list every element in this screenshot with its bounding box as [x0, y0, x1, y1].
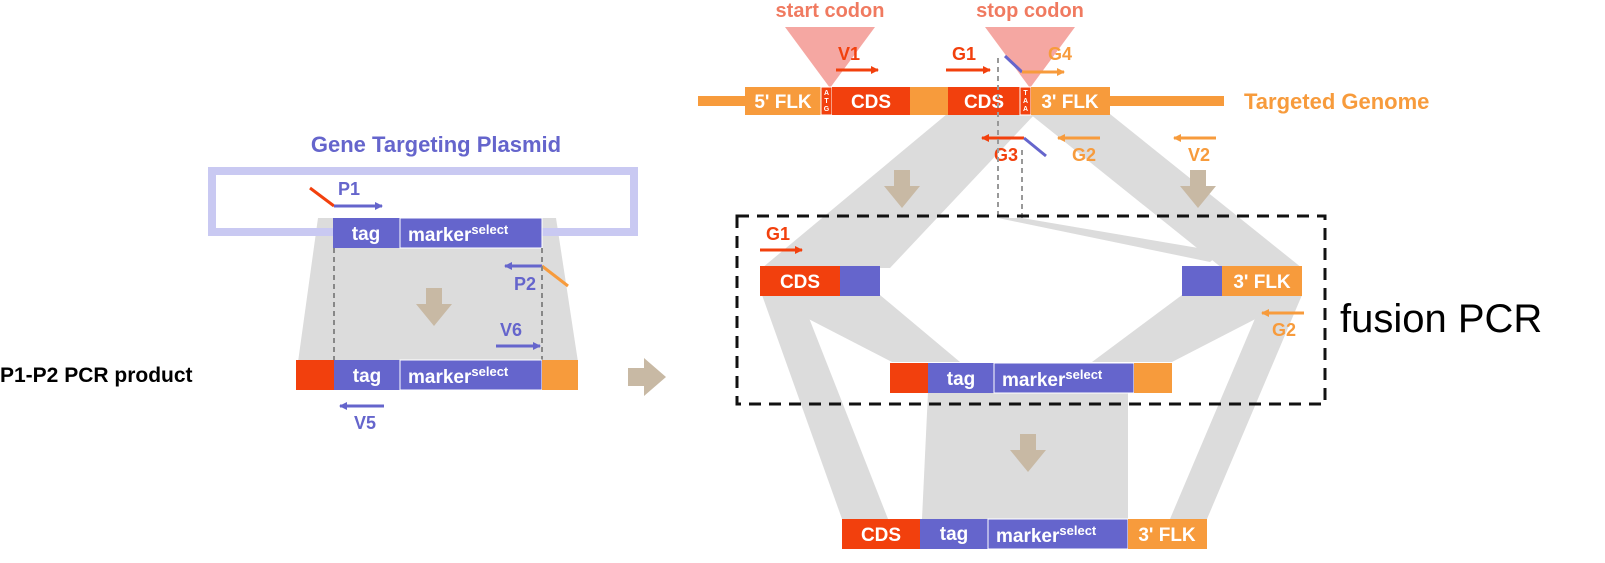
pcr-product: tag markerselect — [296, 359, 578, 391]
fusion-cds-block — [760, 266, 840, 296]
band-fusion-flk-to-mid — [1092, 295, 1302, 362]
intron-block — [910, 87, 948, 115]
start-codon-triangle — [785, 27, 875, 88]
cds1-label: CDS — [851, 92, 891, 113]
mid-marker-block — [993, 362, 1135, 394]
plasmid-marker-label: markerselect — [408, 222, 509, 246]
down-arrow-icon — [416, 288, 452, 326]
mid-tag-label: tag — [947, 369, 976, 390]
fusion-middle-cassette: tag markerselect — [890, 362, 1172, 394]
fusion-three-flk-block — [1222, 266, 1302, 296]
final-three-flk-block — [1128, 519, 1207, 549]
g2-label: G2 — [1072, 145, 1096, 165]
taa-letter-t: T — [1023, 90, 1028, 97]
plasmid-tag-block — [333, 218, 400, 248]
down-arrow-icon-2 — [884, 170, 920, 208]
final-cds-block — [842, 519, 920, 549]
cds2-block — [948, 87, 1020, 115]
mid-marker-label: markerselect — [1002, 367, 1103, 391]
atg-letter-t: T — [824, 98, 829, 105]
plasmid-marker-block — [399, 217, 543, 249]
product-orange-flank — [542, 360, 578, 390]
taa-letter-a2: A — [1023, 106, 1028, 113]
band-flk-to-final — [1170, 295, 1302, 519]
final-tag-label: tag — [940, 524, 969, 545]
down-arrow-icon-4 — [1010, 434, 1046, 472]
cds2-label: CDS — [964, 92, 1004, 113]
plasmid-loop — [208, 167, 638, 236]
final-three-flk-label: 3' FLK — [1138, 525, 1196, 546]
plasmid-cassette: tag markerselect — [333, 217, 543, 249]
band-thin-to-fusion — [998, 218, 1222, 262]
g4-overhang — [1003, 54, 1024, 74]
plasmid-title: Gene Targeting Plasmid — [311, 132, 561, 157]
v2-label: V2 — [1188, 145, 1210, 165]
start-codon-label: start codon — [776, 0, 885, 22]
final-marker-block — [987, 518, 1129, 550]
final-marker-label: markerselect — [996, 523, 1097, 547]
fusion-g1-label: G1 — [766, 224, 790, 244]
stop-codon-triangle — [985, 27, 1075, 88]
fusion-right-fragment: 3' FLK — [1182, 266, 1302, 296]
down-arrow-icon-3 — [1180, 170, 1216, 208]
fusion-three-flk-label: 3' FLK — [1233, 272, 1291, 293]
five-flk-block — [745, 87, 821, 115]
v6-label: V6 — [500, 320, 522, 340]
mid-red-flank — [890, 363, 928, 393]
fusion-pcr-label: fusion PCR — [1340, 297, 1542, 341]
p1-label: P1 — [338, 179, 360, 199]
fusion-right-blue-block — [1182, 266, 1222, 296]
plasmid-tag-label: tag — [352, 224, 381, 245]
final-tag-block — [920, 519, 988, 549]
final-product: CDS tag markerselect 3' FLK — [842, 518, 1207, 550]
v1-label: V1 — [838, 44, 860, 64]
atg-letter-g: G — [824, 106, 830, 113]
product-marker-block — [399, 359, 543, 391]
band-flk-to-fusion-flk — [1030, 114, 1302, 268]
p2-overhang — [541, 264, 569, 288]
three-flk-block — [1031, 87, 1110, 115]
fusion-left-fragment: CDS — [760, 266, 880, 296]
five-flk-label: 5' FLK — [754, 92, 812, 113]
g3-overhang — [1023, 136, 1047, 158]
three-flk-label: 3' FLK — [1041, 92, 1099, 113]
g3-label: G3 — [994, 145, 1018, 165]
fusion-left-blue-block — [840, 266, 880, 296]
g1-label: G1 — [952, 44, 976, 64]
v5-label: V5 — [354, 413, 376, 433]
right-arrow-icon — [628, 358, 666, 396]
final-cds-label: CDS — [861, 525, 901, 546]
stop-codon-label: stop codon — [976, 0, 1084, 22]
gray-bands — [298, 114, 1302, 519]
genome-locus: 5' FLK CDS CDS 3' FLK A T G T A A — [745, 86, 1110, 116]
fusion-cds-label: CDS — [780, 272, 820, 293]
cds1-block — [832, 87, 910, 115]
product-marker-label: markerselect — [408, 364, 509, 388]
band-fusion-cds-to-mid — [762, 295, 960, 362]
targeted-genome-label: Targeted Genome — [1244, 89, 1429, 114]
fusion-g2-label: G2 — [1272, 320, 1296, 340]
product-tag-label: tag — [353, 366, 382, 387]
mid-orange-flank — [1134, 363, 1172, 393]
fusion-pcr-box — [735, 214, 1327, 406]
taa-letter-a1: A — [1023, 98, 1028, 105]
g4-label: G4 — [1048, 44, 1072, 64]
mid-tag-block — [928, 363, 994, 393]
product-red-flank — [296, 360, 334, 390]
pcr-product-label: P1-P2 PCR product — [0, 364, 193, 387]
p1-overhang — [309, 186, 335, 208]
band-cds-to-final — [762, 295, 888, 519]
atg-letter-a: A — [824, 90, 829, 97]
product-tag-block — [334, 360, 400, 390]
p2-label: P2 — [514, 274, 536, 294]
